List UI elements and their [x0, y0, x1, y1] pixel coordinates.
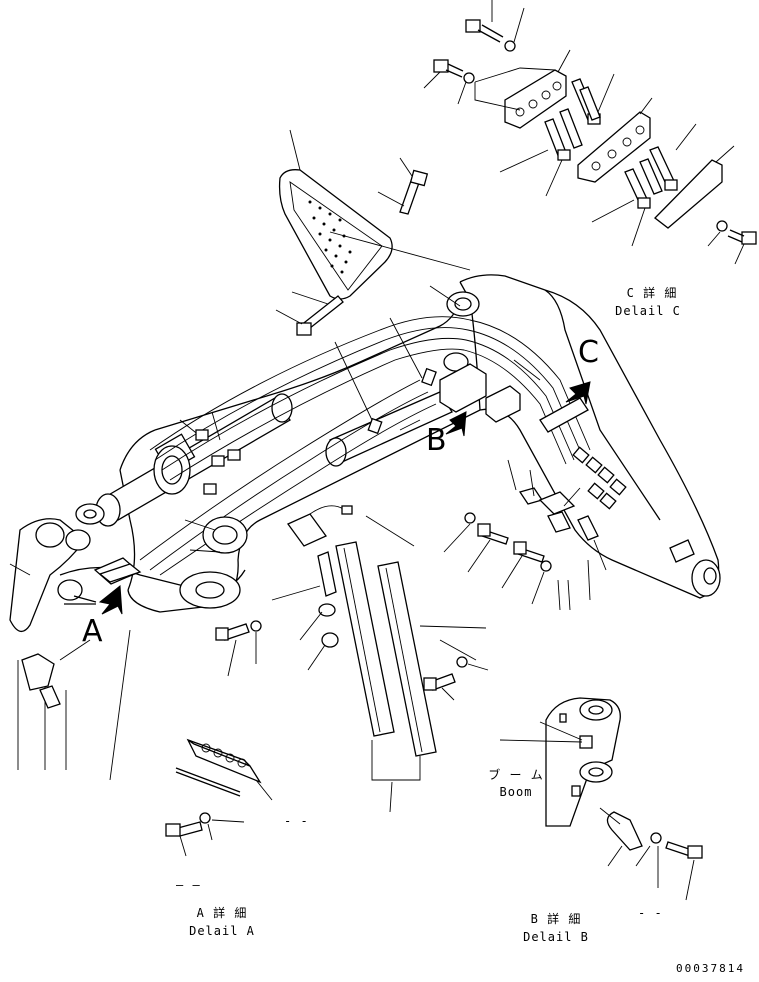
callout-letter-c: C [578, 335, 599, 370]
detail-b-caption-jp: B 詳 細 [530, 912, 582, 926]
detail-b-caption-en: Delail B [523, 930, 589, 944]
detail-a-caption-en: Delail A [189, 924, 255, 938]
boom-label-en: Boom [499, 785, 533, 799]
detail-b-drawing [499, 697, 703, 901]
callout-letter-b: B [426, 423, 447, 458]
callout-letter-a: A [82, 614, 103, 649]
guard-plate-drawing [275, 129, 471, 336]
detail-a-caption-jp: A 詳 細 [196, 906, 248, 920]
center-parts-drawing [215, 505, 489, 813]
detail-c-caption-jp: C 詳 細 [626, 286, 678, 300]
detail-a-drawing [165, 738, 273, 857]
drawing-number: 00037814 [676, 962, 745, 975]
center-dash-mark: - - [284, 814, 309, 828]
detail-b-dash-mark: - - [638, 906, 663, 920]
callout-arrows [64, 381, 591, 615]
boom-drawing [9, 274, 721, 781]
detail-b-small-parts [443, 459, 607, 611]
detail-c-caption-en: Delail C [615, 304, 681, 318]
detail-c-drawing [423, 0, 757, 265]
detail-a-dash-mark: — — [176, 878, 201, 892]
boom-label-jp: ブ ー ム [488, 768, 544, 782]
